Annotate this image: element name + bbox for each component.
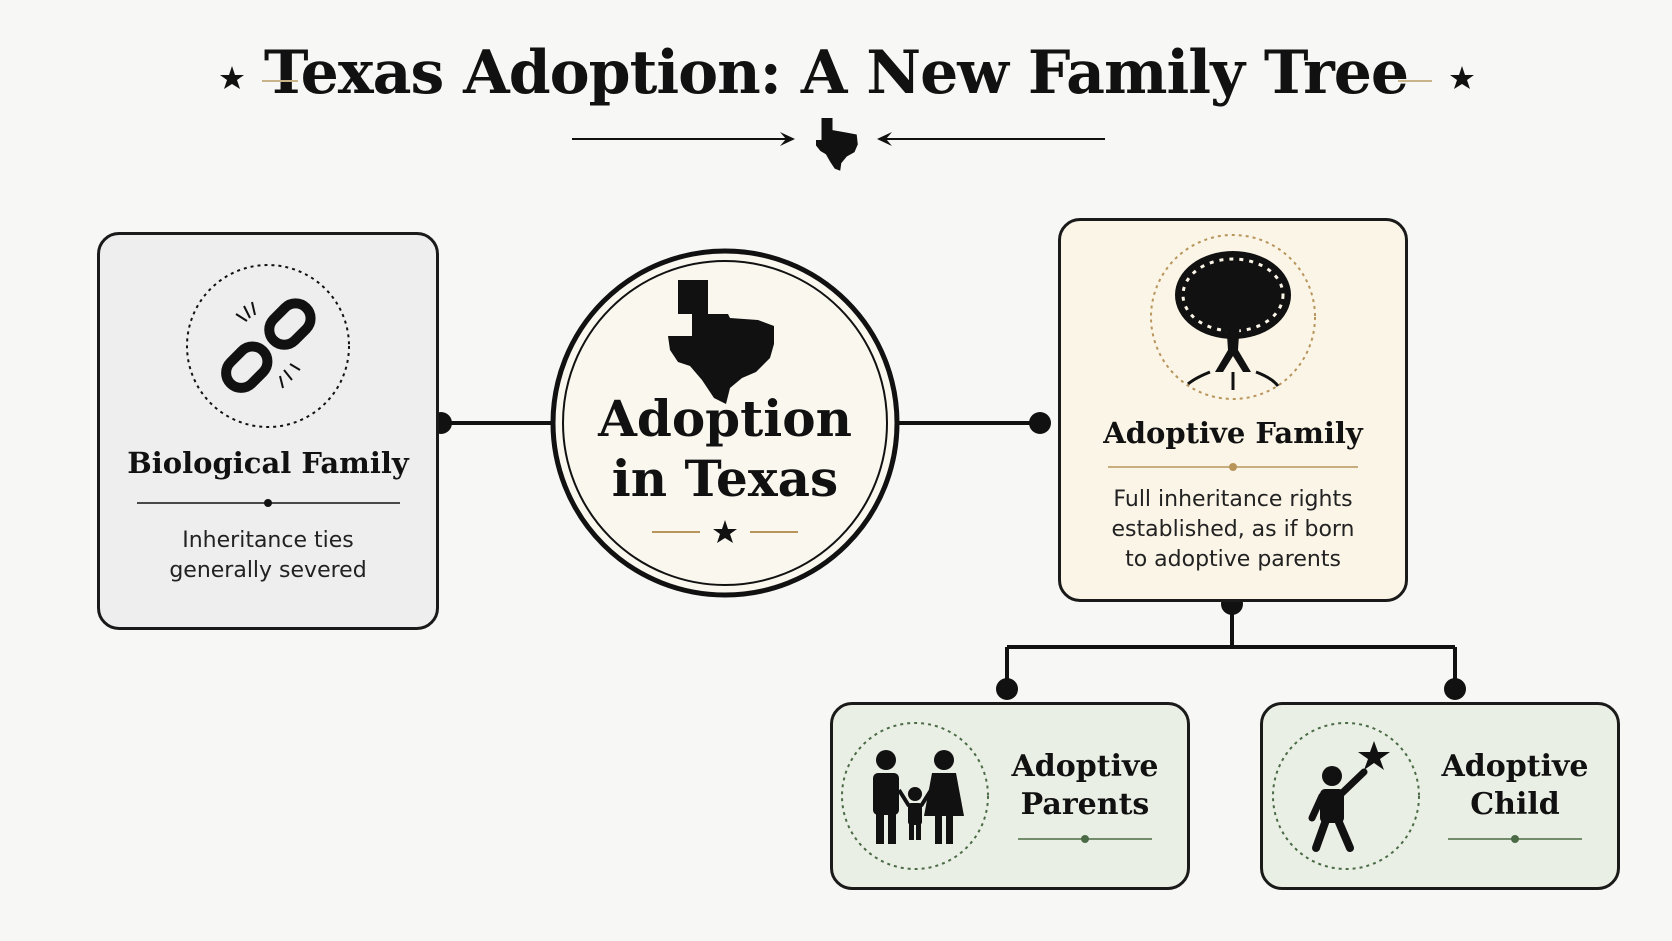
center-ornament — [652, 520, 798, 543]
biological-family-desc-line2: generally severed — [169, 558, 367, 583]
title-left-star-icon — [220, 66, 244, 89]
center-texas-icon — [668, 280, 774, 404]
adoptive-child-title-line2: Child — [1470, 787, 1560, 822]
adoptive-connector-dot — [1029, 412, 1051, 434]
adoptive-parents-title-line2: Parents — [1020, 787, 1150, 822]
page-title: Texas Adoption: A New Family Tree — [263, 38, 1409, 108]
adoptive-parents-title-line1: Adoptive — [1011, 749, 1159, 784]
center-title-line2: in Texas — [611, 449, 839, 508]
adoptive-family-desc-line1: Full inheritance rights — [1113, 487, 1353, 512]
title-texas-icon — [816, 118, 858, 171]
title-flourish — [572, 132, 1105, 146]
adoptive-family-title: Adoptive Family — [1103, 416, 1363, 450]
center-title-line1: Adoption — [598, 389, 852, 448]
family-branch-connector — [996, 593, 1466, 700]
title-right-star-icon — [1450, 66, 1474, 89]
biological-family-desc-line1: Inheritance ties — [182, 528, 354, 553]
adoptive-family-desc-line2: established, as if born — [1111, 517, 1355, 542]
biological-family-title: Biological Family — [127, 446, 409, 480]
adoptive-child-title-line1: Adoptive — [1441, 749, 1589, 784]
center-circle — [550, 248, 900, 598]
adoptive-family-desc-line3: to adoptive parents — [1125, 547, 1341, 572]
